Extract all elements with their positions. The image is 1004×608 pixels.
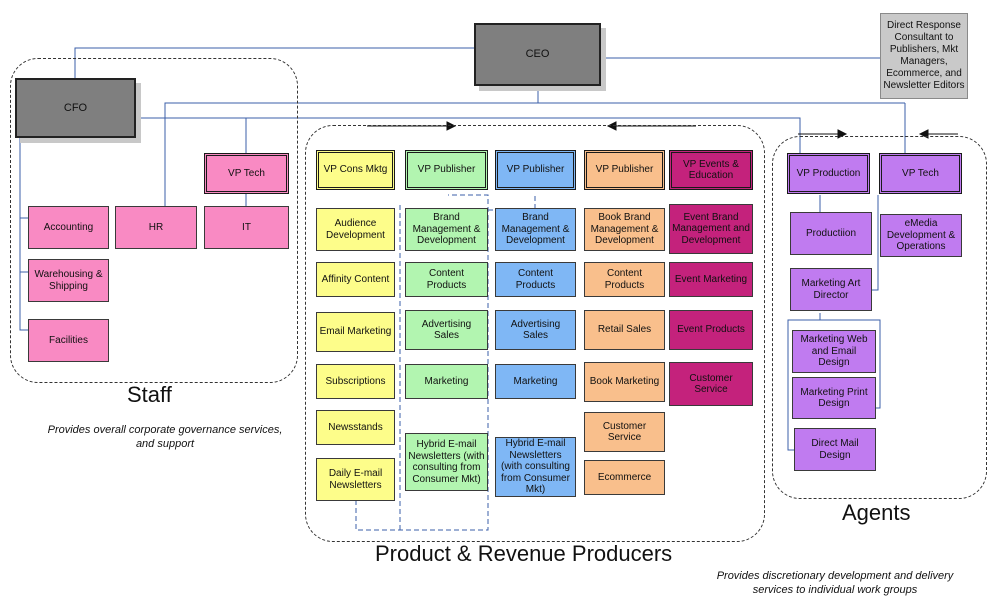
direct-mail-design-box: Direct Mail Design: [794, 428, 876, 471]
marketing-art-director-box: Marketing Art Director: [790, 268, 872, 311]
it-box: IT: [204, 206, 289, 249]
subscriptions-box: Subscriptions: [316, 364, 395, 399]
agents-group: [772, 136, 987, 499]
vp-events-box: VP Events & Education: [669, 150, 753, 190]
events-customer-service-box: Customer Service: [669, 362, 753, 406]
vp-production-box: VP Production: [787, 153, 870, 194]
blue-marketing-box: Marketing: [495, 364, 576, 399]
blue-advertising-sales-box: Advertising Sales: [495, 310, 576, 350]
affinity-content-box: Affinity Content: [316, 262, 395, 297]
producers-label: Product & Revenue Producers: [375, 541, 673, 566]
facilities-box: Facilities: [28, 319, 109, 362]
blue-brand-management-box: Brand Management & Development: [495, 208, 576, 251]
staff-vp-tech-box: VP Tech: [204, 153, 289, 194]
daily-email-newsletters-box: Daily E-mail Newsletters: [316, 458, 395, 501]
agents-vp-tech-box: VP Tech: [879, 153, 962, 194]
newsstands-box: Newsstands: [316, 410, 395, 445]
vp-publisher-green-box: VP Publisher: [405, 150, 488, 190]
audience-development-box: Audience Development: [316, 208, 395, 251]
emedia-development-box: eMedia Development & Operations: [880, 214, 962, 257]
marketing-web-email-design-box: Marketing Web and Email Design: [792, 330, 876, 373]
accounting-box: Accounting: [28, 206, 109, 249]
green-advertising-sales-box: Advertising Sales: [405, 310, 488, 350]
staff-caption: Provides overall corporate governance se…: [47, 424, 283, 451]
orange-content-products-box: Content Products: [584, 262, 665, 297]
orange-customer-service-box: Customer Service: [584, 412, 665, 452]
green-marketing-box: Marketing: [405, 364, 488, 399]
staff-label: Staff: [127, 382, 172, 407]
email-marketing-box: Email Marketing: [316, 312, 395, 352]
production-box: Productiion: [790, 212, 872, 255]
event-products-box: Event Products: [669, 310, 753, 350]
retail-sales-box: Retail Sales: [584, 310, 665, 350]
green-brand-management-box: Brand Management & Development: [405, 208, 488, 251]
event-brand-management-box: Event Brand Management and Development: [669, 204, 753, 254]
event-marketing-box: Event Marketing: [669, 262, 753, 297]
ceo-box: CEO: [474, 23, 601, 86]
green-hybrid-newsletters-box: Hybrid E-mail Newsletters (with consulti…: [405, 433, 488, 491]
consultant-box: Direct Response Consultant to Publishers…: [880, 13, 968, 99]
warehousing-box: Warehousing & Shipping: [28, 259, 109, 302]
blue-hybrid-newsletters-box: Hybrid E-mail Newsletters (with consulti…: [495, 437, 576, 497]
marketing-print-design-box: Marketing Print Design: [792, 377, 876, 419]
vp-publisher-orange-box: VP Publisher: [584, 150, 665, 190]
green-content-products-box: Content Products: [405, 262, 488, 297]
staff-group: [10, 58, 298, 383]
book-brand-management-box: Book Brand Management & Development: [584, 208, 665, 251]
vp-publisher-blue-box: VP Publisher: [495, 150, 576, 190]
book-marketing-box: Book Marketing: [584, 362, 665, 402]
vp-cons-mktg-box: VP Cons Mktg: [316, 150, 395, 190]
hr-box: HR: [115, 206, 197, 249]
agents-caption: Provides discretionary development and d…: [716, 570, 954, 597]
blue-content-products-box: Content Products: [495, 262, 576, 297]
producers-group: [305, 125, 765, 542]
ecommerce-box: Ecommerce: [584, 460, 665, 495]
cfo-box: CFO: [15, 78, 136, 138]
agents-label: Agents: [842, 500, 911, 525]
